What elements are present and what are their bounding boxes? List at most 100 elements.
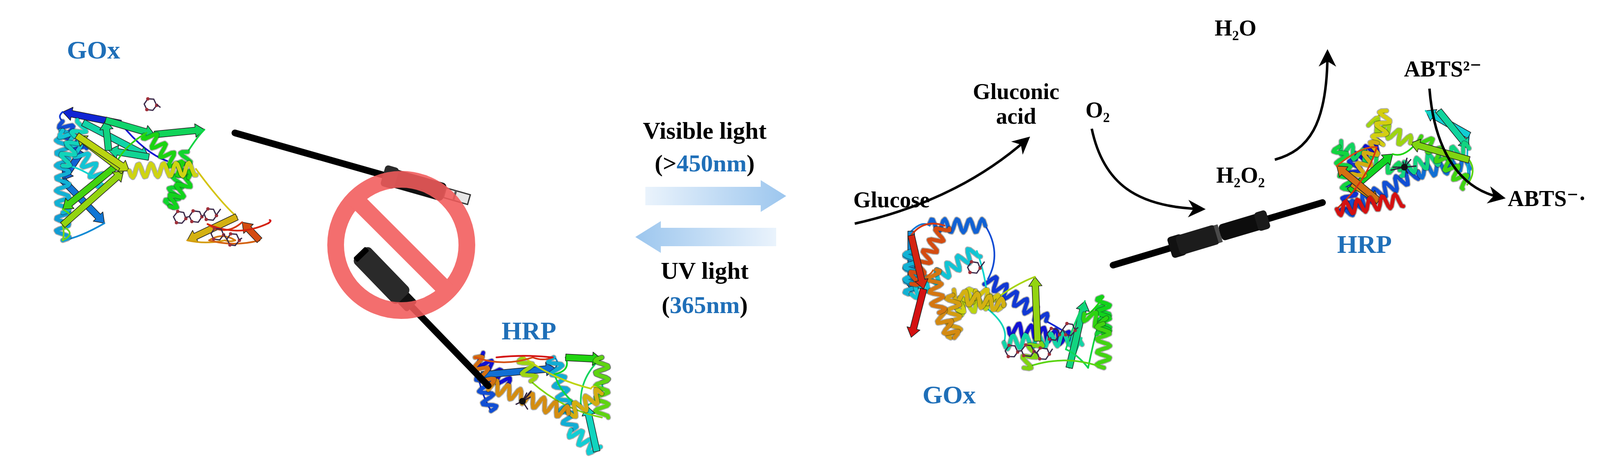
chem-label: O₂ (1085, 97, 1110, 123)
chem-label: ABTS⁻· (1507, 186, 1587, 212)
label-row: (365nm) (661, 291, 748, 319)
ligand-atom (191, 208, 195, 213)
protein-label: HRP (501, 316, 557, 345)
ligand-atom (969, 259, 974, 264)
strand (154, 123, 205, 138)
ligand-atom (1024, 343, 1028, 347)
helix (488, 380, 569, 417)
forward-arrow (645, 180, 787, 212)
label-slot: Visible light (642, 117, 767, 145)
ligand-bond (185, 216, 190, 218)
loop (524, 357, 592, 389)
ligand-atom (1047, 337, 1052, 342)
chem-label: H₂O₂ (1216, 163, 1265, 188)
chem-label: ABTS²⁻ (1403, 56, 1482, 82)
loop (475, 357, 533, 363)
label-slot: Glucose (853, 187, 930, 213)
protein-label: GOx (922, 380, 976, 409)
joined-plug (1166, 208, 1272, 259)
strand (242, 222, 262, 243)
loop (208, 240, 260, 244)
ligand-atom (212, 226, 217, 231)
ligand-bond (1049, 348, 1053, 354)
protein-ribbons (56, 96, 1473, 454)
cable (1113, 202, 1323, 266)
label-slot: ABTS²⁻ (1403, 56, 1482, 82)
cable (234, 132, 387, 176)
loop (1065, 300, 1086, 350)
ligand-atom (1021, 354, 1026, 358)
helix (1096, 323, 1111, 368)
cable-connector (1113, 202, 1323, 266)
ligand-atom (1049, 326, 1053, 331)
chem-label: Visible light (642, 117, 767, 145)
ligand-atom (1038, 357, 1042, 361)
ligand-atom (174, 221, 179, 225)
cofactor-atom (519, 397, 526, 405)
loop (985, 225, 995, 280)
protein-node: HRP (454, 316, 613, 462)
condition-label: ) (746, 150, 755, 177)
ligand-atom (211, 237, 216, 241)
ligand-bond (239, 238, 243, 240)
condition-label: ( (661, 291, 670, 319)
helix (927, 270, 946, 314)
label-slot: O₂ (1085, 97, 1110, 123)
label-slot: H₂O₂ (1216, 163, 1265, 188)
ligand-atom (204, 217, 208, 222)
plug-collar (1253, 209, 1272, 232)
socket-hole (353, 246, 370, 263)
strand (1028, 276, 1043, 342)
ligand-atom (206, 207, 210, 211)
ligand-atom (190, 219, 194, 224)
loop (987, 308, 1006, 343)
ligand-atom (229, 231, 233, 236)
strand (907, 234, 928, 289)
ligand-bond (156, 104, 161, 108)
label-slot: Gluconic acid (961, 79, 1071, 130)
ligand-atom (228, 243, 232, 247)
ligand-bond (980, 261, 985, 268)
loop (187, 129, 205, 152)
ligand-atom (146, 96, 150, 101)
ligand-atom (175, 209, 180, 214)
ligand-ring (173, 211, 186, 224)
socket-body (1174, 224, 1221, 256)
helix (129, 162, 197, 178)
protein-label: HRP (1337, 229, 1392, 259)
loop (1025, 360, 1104, 368)
helix-shadow (1372, 110, 1391, 145)
ligand-bond (216, 208, 221, 215)
ligand-atom (200, 215, 204, 219)
sign-bar (354, 198, 448, 292)
helix-shadow (129, 162, 197, 178)
loop (196, 168, 237, 217)
helix-shadow (927, 270, 946, 314)
strand (75, 132, 130, 172)
protein-ribbon (56, 96, 271, 247)
ligand-bond (201, 214, 204, 217)
reverse-arrow (635, 221, 777, 253)
ligand-ring (1005, 345, 1018, 357)
strand (907, 288, 928, 338)
protein-node: GOx (50, 30, 281, 251)
protein-label: GOx (66, 35, 120, 64)
chem-label: Gluconic acid (961, 79, 1071, 130)
ligand-bond (223, 234, 227, 240)
protein-ribbon (473, 351, 609, 454)
helix-shadow (1096, 323, 1111, 368)
loop (911, 223, 945, 236)
chem-label: H₂O (1214, 15, 1257, 41)
condition-label: 450nm (676, 150, 747, 177)
ligand-bond (1059, 329, 1063, 335)
loop (1065, 349, 1088, 368)
loop (496, 355, 553, 358)
loop (224, 240, 236, 242)
loop (62, 225, 64, 241)
ligand-atom (1006, 354, 1010, 359)
protein-ribbon (904, 219, 1111, 369)
strand (60, 170, 124, 228)
label-slot: H₂O (1214, 15, 1257, 41)
ligand-bond (1075, 327, 1079, 330)
